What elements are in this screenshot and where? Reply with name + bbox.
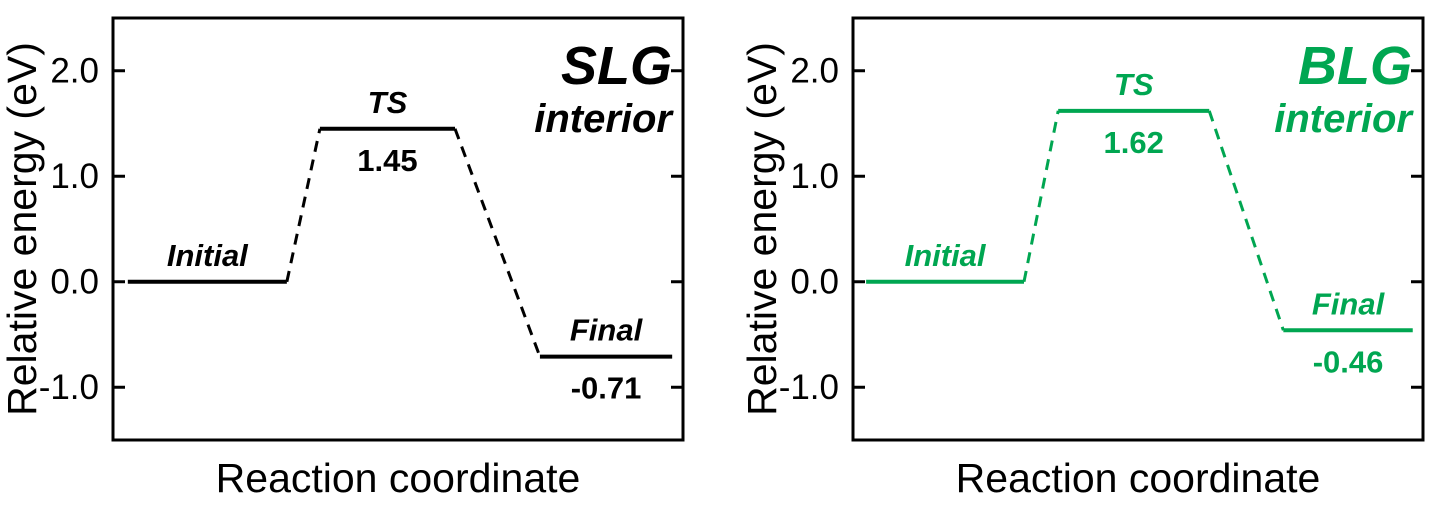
transition-connector [453,128,542,358]
y-axis-label: Relative energy (eV) [0,42,45,416]
transition-connector [285,128,322,283]
y-tick-label: 1.0 [790,157,839,196]
y-tick-label: -1.0 [779,368,839,407]
level-label: Final [1312,286,1386,321]
level-label: TS [368,85,408,120]
transition-connector [1207,110,1285,331]
level-value: 1.62 [1104,125,1164,160]
level-value: 1.45 [357,143,417,178]
chart-panel-blg: Relative energy (eV) Reaction coordinate… [740,0,1440,511]
level-label: Initial [905,238,987,273]
transition-connector [1022,110,1060,283]
level-label: Initial [167,238,249,273]
panel-subtitle: interior [534,97,674,141]
y-tick-label: 0.0 [50,262,99,301]
y-tick-label: 1.0 [50,157,99,196]
slg-energy-diagram: Relative energy (eV) Reaction coordinate… [0,16,685,501]
panel-title: BLG [1298,36,1412,96]
y-tick-label: 2.0 [790,51,839,90]
blg-energy-diagram: Relative energy (eV) Reaction coordinate… [740,16,1425,501]
plot-frame [851,16,1425,442]
y-tick-label: -1.0 [39,368,99,407]
level-label: Final [570,313,644,348]
y-axis-label: Relative energy (eV) [740,42,785,416]
y-tick-label: 2.0 [50,51,99,90]
panel-subtitle: interior [1274,97,1414,141]
level-value: -0.46 [1313,344,1384,379]
x-axis-label: Reaction coordinate [956,455,1321,501]
y-tick-label: 0.0 [790,262,839,301]
level-value: -0.71 [571,371,642,406]
level-label: TS [1114,67,1154,102]
panel-title: SLG [561,36,672,96]
x-axis-label: Reaction coordinate [216,455,581,501]
plot-frame [111,16,685,442]
chart-panel-slg: Relative energy (eV) Reaction coordinate… [0,0,700,511]
